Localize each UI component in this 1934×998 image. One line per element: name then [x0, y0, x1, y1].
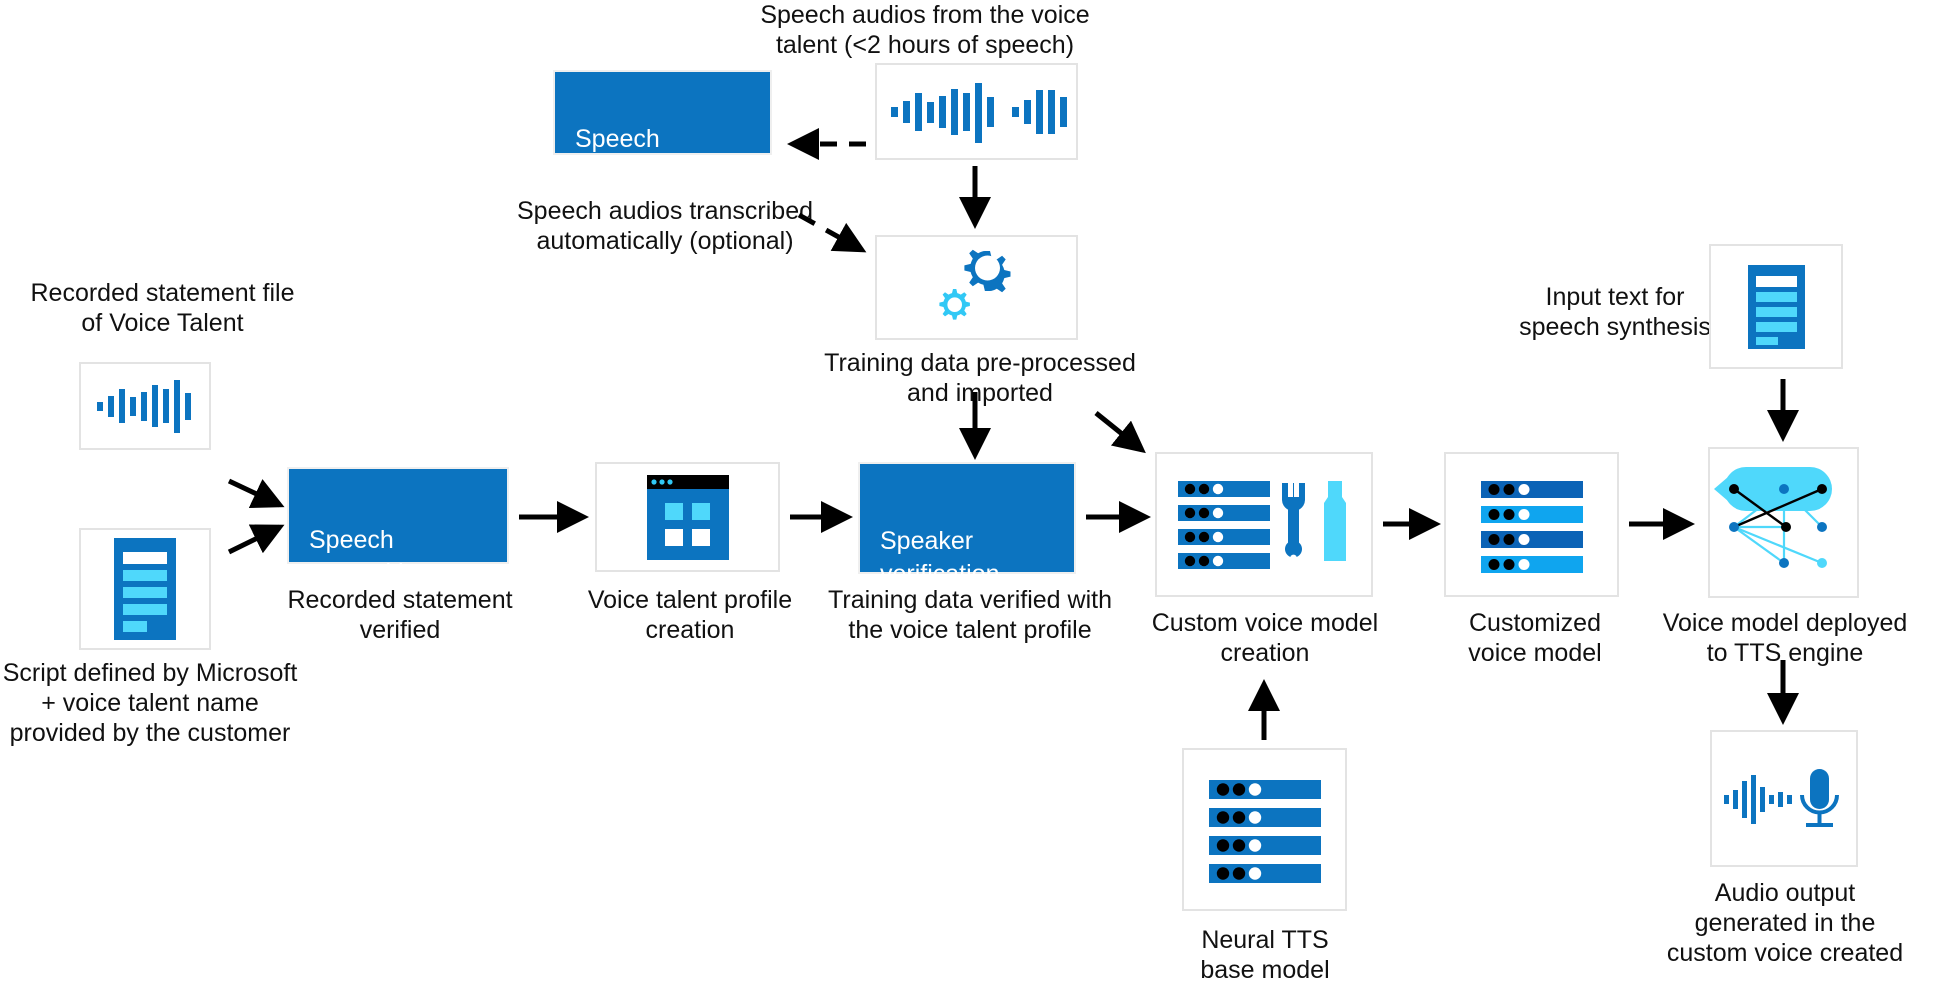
waveform-icon — [97, 380, 191, 433]
caption-speech-audios-source: Speech audios from the voice talent (<2 … — [760, 1, 1090, 59]
caption-recorded-statement-file: Recorded statement file of Voice Talent — [30, 279, 295, 337]
node-speech-recognition-engine-main[interactable]: Speech recognition engine — [287, 467, 509, 620]
screwdriver-icon — [1324, 480, 1346, 561]
node-speech-audios-source — [875, 63, 1078, 160]
app-window-icon — [646, 474, 729, 560]
caption-training-data-preprocessed: Training data pre-processed and imported — [824, 349, 1136, 407]
node-recorded-statement-file — [79, 362, 211, 450]
arrow-script-to-asr — [227, 524, 285, 555]
document-icon — [1747, 264, 1805, 349]
node-training-data-preprocess — [875, 235, 1078, 340]
node-audio-output — [1710, 730, 1858, 867]
caption-recorded-statement-verified: Recorded statement verified — [287, 586, 513, 644]
arrow-preprocess-to-custom-model — [1094, 411, 1146, 454]
server-icon — [1208, 779, 1321, 883]
node-speaker-verification[interactable]: Speaker verification — [858, 462, 1076, 588]
gears-icon — [938, 249, 1010, 320]
node-speech-recognition-engine-top[interactable]: Speech recognition engine — [553, 70, 772, 219]
document-icon — [114, 538, 176, 640]
caption-voice-talent-profile: Voice talent profile creation — [587, 586, 793, 644]
label-speech-recognition-engine-main: Speech recognition engine — [309, 526, 432, 620]
node-input-text — [1709, 244, 1843, 369]
caption-input-text: Input text for speech synthesis — [1519, 283, 1711, 341]
waveform-microphone-icon — [1724, 768, 1839, 827]
node-custom-voice-model-creation — [1155, 452, 1373, 597]
caption-customized-voice-model: Customized voice model — [1468, 609, 1602, 667]
caption-custom-voice-model-creation: Custom voice model creation — [1151, 609, 1379, 667]
microphone-icon — [1800, 768, 1839, 827]
caption-script-defined: Script defined by Microsoft + voice tale… — [2, 659, 298, 747]
server-tools-icon — [1178, 480, 1346, 569]
node-neural-tts-base-model — [1182, 748, 1347, 911]
label-speaker-verification: Speaker verification — [880, 527, 1000, 588]
node-voice-model-deployed — [1708, 447, 1859, 598]
server-striped-icon — [1480, 480, 1583, 573]
label-speech-recognition-engine-top: Speech recognition engine — [575, 125, 698, 219]
caption-training-data-verified: Training data verified with the voice ta… — [828, 586, 1112, 644]
caption-neural-tts-base-model: Neural TTS base model — [1200, 926, 1330, 984]
caption-voice-model-deployed: Voice model deployed to TTS engine — [1662, 609, 1908, 667]
neural-network-speech-icon — [1713, 466, 1832, 568]
node-script-file — [79, 528, 211, 650]
arrow-recording-to-asr — [227, 478, 285, 508]
caption-audio-output: Audio output generated in the custom voi… — [1666, 879, 1904, 967]
node-voice-talent-profile — [595, 462, 780, 572]
wrench-icon — [1282, 482, 1305, 561]
node-customized-voice-model — [1444, 452, 1619, 597]
waveform-pair-icon — [890, 82, 1067, 143]
caption-transcribed-automatically: Speech audios transcribed automatically … — [516, 197, 814, 255]
